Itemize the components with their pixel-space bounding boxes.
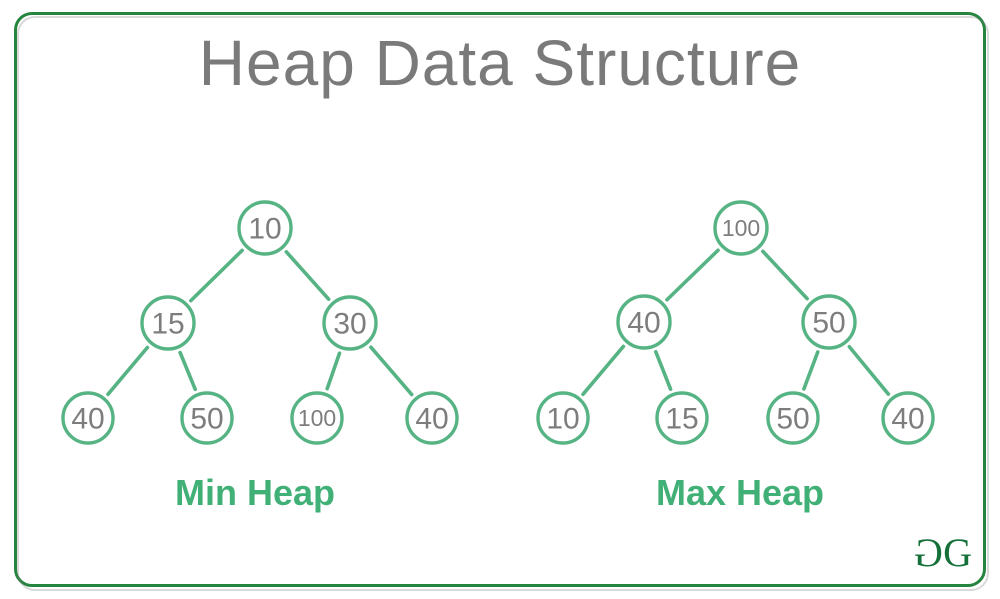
node-circle <box>655 391 709 445</box>
node-value: 50 <box>190 403 223 436</box>
geeksforgeeks-logo: GG <box>916 530 972 575</box>
node-value: 30 <box>333 308 366 341</box>
node-value: 10 <box>248 213 281 246</box>
tree-edge <box>189 248 244 303</box>
min-heap-caption: Min Heap <box>174 472 335 513</box>
node-value: 10 <box>546 403 579 436</box>
tree-edge <box>581 344 626 397</box>
node-value: 40 <box>627 307 660 340</box>
node-value: 100 <box>298 405 336 431</box>
node-circle <box>713 200 769 256</box>
logo-mirrored-g: G <box>916 530 944 575</box>
node-circle <box>290 391 344 445</box>
max-heap-node: 40 <box>616 294 672 350</box>
card-border-frame <box>14 12 986 587</box>
min-heap-node: 15 <box>140 295 196 351</box>
node-value: 15 <box>151 308 184 341</box>
tree-edge <box>802 350 820 391</box>
node-circle <box>61 391 115 445</box>
logo-g: G <box>943 530 972 575</box>
max-heap-node: 15 <box>655 391 709 445</box>
node-circle <box>616 294 672 350</box>
tree-edge <box>653 349 673 391</box>
tree-edge <box>325 351 342 391</box>
node-value: 100 <box>722 215 760 241</box>
node-circle <box>766 391 820 445</box>
tree-edge <box>665 248 720 302</box>
node-circle <box>405 391 459 445</box>
min-heap-node: 50 <box>180 391 234 445</box>
node-value: 40 <box>891 403 924 436</box>
min-heap-node: 30 <box>322 295 378 351</box>
node-value: 50 <box>776 403 809 436</box>
node-circle <box>801 294 857 350</box>
node-circle <box>140 295 196 351</box>
max-heap-tree-diagram: 100 40 50 10 15 50 40 <box>536 200 935 445</box>
page-title: Heap Data Structure <box>198 27 802 99</box>
node-circle <box>536 391 590 445</box>
min-heap-tree-diagram: 10 15 30 40 50 100 40 <box>61 200 459 445</box>
max-heap-caption: Max Heap <box>655 472 825 513</box>
tree-edge <box>761 249 809 301</box>
tree-edge <box>178 350 198 392</box>
node-value: 40 <box>71 403 104 436</box>
node-value: 15 <box>665 403 698 436</box>
node-circle <box>322 295 378 351</box>
min-heap-node: 40 <box>61 391 115 445</box>
max-heap-node: 10 <box>536 391 590 445</box>
tree-edge <box>284 250 331 301</box>
tree-edge <box>847 344 891 396</box>
min-heap-node: 100 <box>290 391 344 445</box>
max-heap-node: 40 <box>881 391 935 445</box>
node-circle <box>881 391 935 445</box>
tree-edge <box>106 345 150 397</box>
node-circle <box>180 391 234 445</box>
node-value: 50 <box>812 307 845 340</box>
min-heap-node: 40 <box>405 391 459 445</box>
min-heap-node: 10 <box>237 200 293 256</box>
node-circle <box>237 200 293 256</box>
max-heap-node: 100 <box>713 200 769 256</box>
node-value: 40 <box>415 403 448 436</box>
max-heap-node: 50 <box>801 294 857 350</box>
tree-edge <box>369 345 414 397</box>
max-heap-node: 50 <box>766 391 820 445</box>
